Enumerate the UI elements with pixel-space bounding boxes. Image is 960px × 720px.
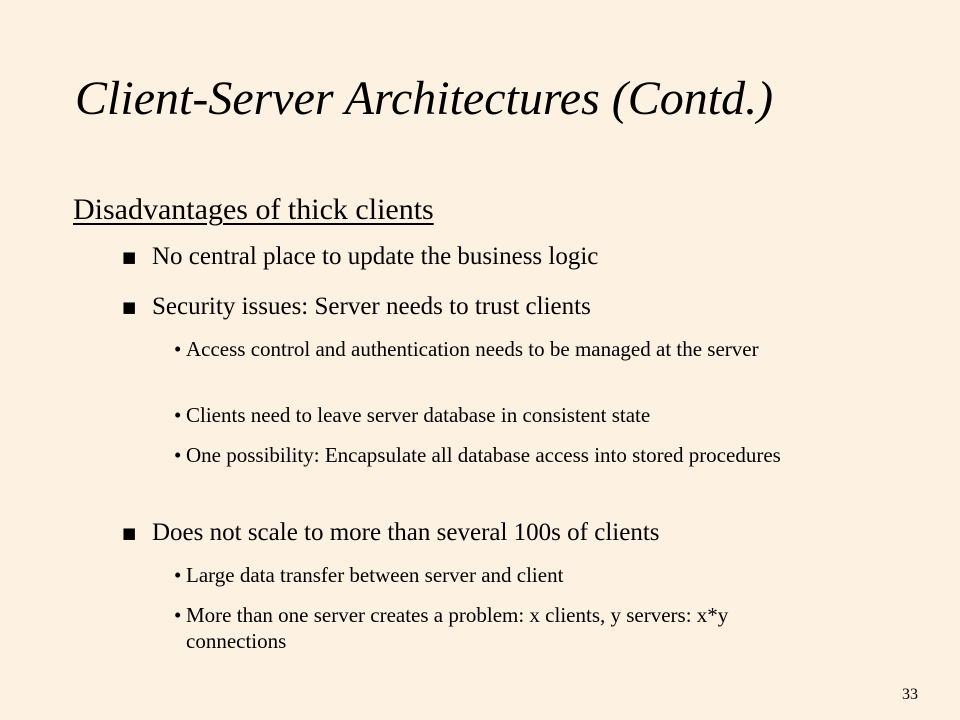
sub-bullet-access-control: • Access control and authentication need… xyxy=(174,336,874,362)
dot-bullet-icon: • xyxy=(174,403,182,427)
bullet-text: Does not scale to more than several 100s… xyxy=(152,519,660,546)
slide-title: Client-Server Architectures (Contd.) xyxy=(75,72,774,125)
square-bullet-icon: ■ xyxy=(122,298,137,316)
dot-bullet-icon: • xyxy=(174,603,182,627)
dot-bullet-icon: • xyxy=(174,337,182,361)
bullet-text: Security issues: Server needs to trust c… xyxy=(152,293,591,320)
sub-bullet-text: Access control and authentication needs … xyxy=(186,337,759,361)
dot-bullet-icon: • xyxy=(174,563,182,587)
section-heading: Disadvantages of thick clients xyxy=(73,193,434,226)
sub-bullet-text: One possibility: Encapsulate all databas… xyxy=(186,443,781,467)
sub-bullet-text: More than one server creates a problem: … xyxy=(186,603,729,653)
square-bullet-icon: ■ xyxy=(122,248,137,266)
sub-bullet-multiple-servers: • More than one server creates a problem… xyxy=(174,602,824,654)
bullet-text: No central place to update the business … xyxy=(152,243,599,270)
sub-bullet-text: Large data transfer between server and c… xyxy=(186,563,564,587)
page-number: 33 xyxy=(902,686,918,703)
sub-bullet-consistent-state: • Clients need to leave server database … xyxy=(174,402,914,428)
square-bullet-icon: ■ xyxy=(122,524,137,542)
sub-bullet-data-transfer: • Large data transfer between server and… xyxy=(174,562,914,588)
sub-bullet-stored-procedures: • One possibility: Encapsulate all datab… xyxy=(174,442,904,468)
dot-bullet-icon: • xyxy=(174,443,182,467)
sub-bullet-text: Clients need to leave server database in… xyxy=(186,403,651,427)
